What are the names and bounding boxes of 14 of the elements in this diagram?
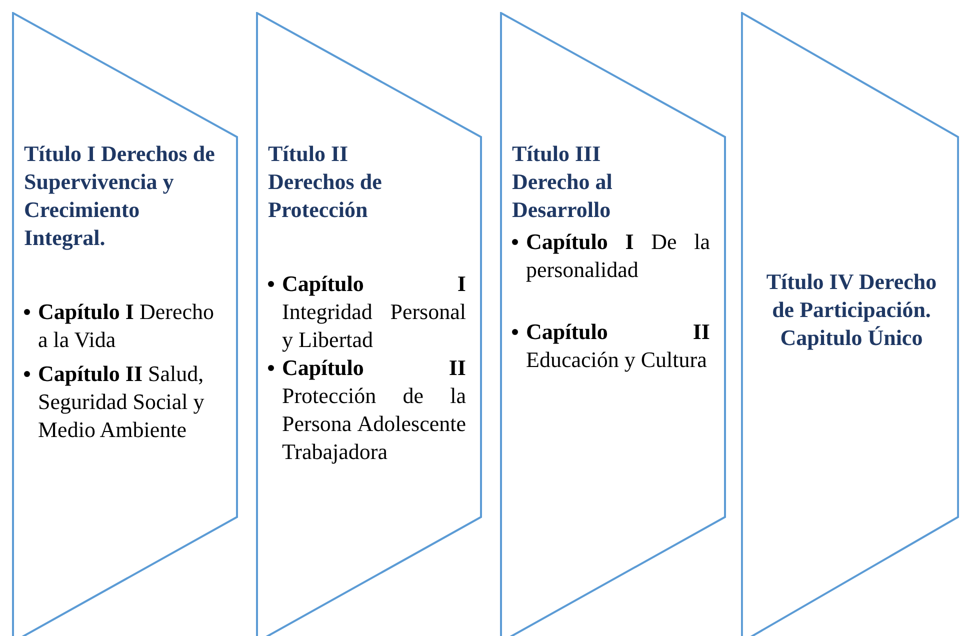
- heading: Título III Derecho al Desarrollo: [512, 140, 614, 224]
- heading: Título IV Derecho de Participación. Capitulo Único: [765, 268, 938, 352]
- bullet-text: Capítulo I Derecho a la Vida: [38, 298, 215, 354]
- bullet-text: Capítulo II Protección de la Persona Adolescente Trabajadora: [282, 354, 466, 466]
- heading: Título II Derechos de Protección: [268, 140, 383, 224]
- bullet-text: Capítulo II Salud, Seguridad Social y Medio Ambiente: [38, 360, 206, 444]
- chevron-shape: [256, 12, 482, 636]
- chevron-shape: [741, 12, 959, 636]
- chevron-shape: [500, 12, 726, 636]
- bullet-text: Capítulo I De la personalidad: [526, 228, 710, 284]
- bullet-text: Capítulo I Integridad Personal y Libertad: [282, 270, 466, 354]
- bullet-text: Capítulo II Educación y Cultura: [526, 318, 710, 374]
- chevron-shape: [12, 12, 238, 636]
- heading: Título I Derechos de Supervivencia y Crecimiento Integral.: [24, 140, 216, 252]
